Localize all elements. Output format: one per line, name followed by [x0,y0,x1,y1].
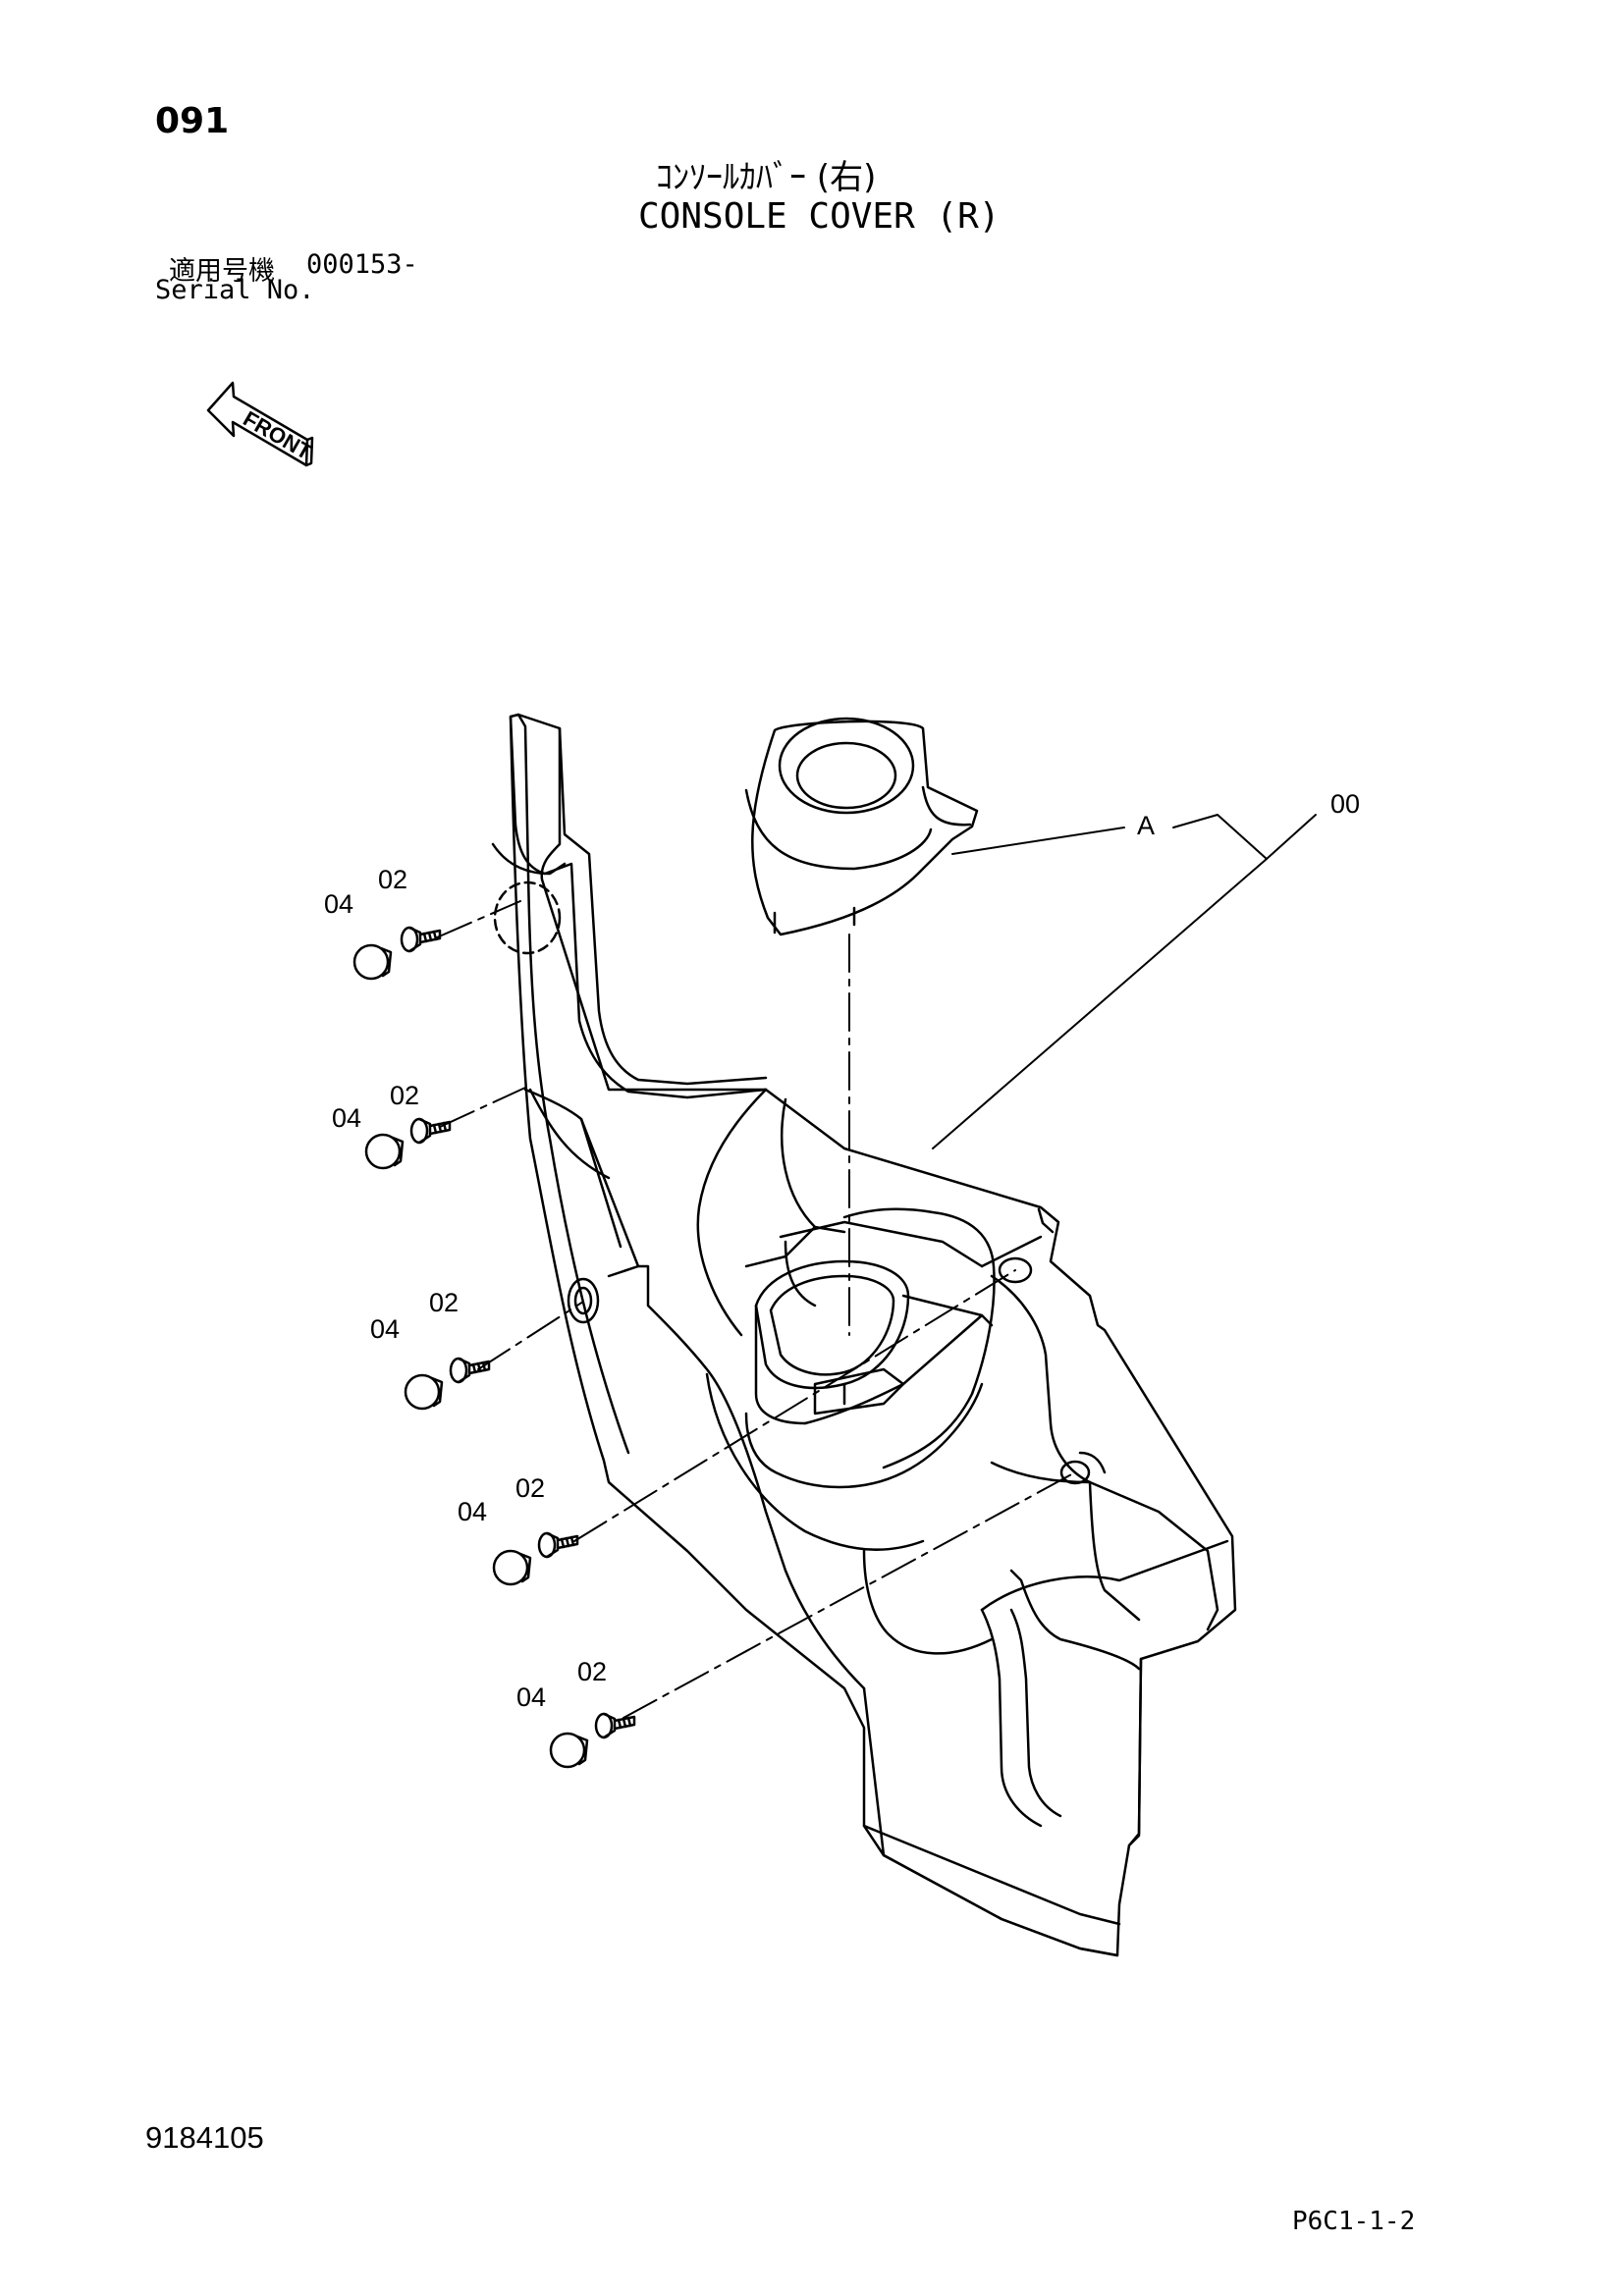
callout-detail-a: A [1137,811,1155,840]
title-japanese: ｺﾝｿｰﾙｶﾊﾞｰ (右) [656,158,877,197]
callout-screw: 02 [378,865,407,894]
sheet-code: P6C1-1-2 [1292,2207,1416,2236]
screw-icon [594,1712,636,1739]
cap-icon [352,943,393,981]
screw-icon [537,1531,579,1559]
callout-screw: 02 [577,1657,607,1686]
callout-screw: 02 [515,1473,545,1503]
callout-labels: 00 A 02 04 02 04 02 04 02 04 02 04 [324,789,1360,1712]
front-arrow-icon: FRONT [206,381,317,467]
callout-screw: 02 [429,1288,459,1317]
fastener-set-1 [352,926,442,981]
fastener-set-2 [364,1117,452,1170]
cap-icon [492,1549,532,1586]
screw-icon [400,926,442,953]
callout-screw: 02 [390,1081,419,1110]
callout-assembly: 00 [1330,789,1360,819]
callout-cap: 04 [516,1682,546,1712]
console-cover-body [491,713,1237,1957]
cap-icon [364,1133,405,1170]
front-label: FRONT [240,406,317,465]
callout-cap: 04 [332,1103,361,1133]
title-english: CONSOLE COVER (R) [638,196,1001,237]
upper-console-cap [744,717,979,936]
fastener-set-3 [404,1357,491,1411]
serial-number-value: 000153- [306,249,418,280]
assembly-lines [436,900,1076,1719]
callout-cap: 04 [324,889,353,919]
callout-cap: 04 [458,1497,487,1526]
page-number: 091 [155,101,230,141]
drawing-number: 9184105 [145,2120,264,2155]
serial-label-english: Serial No. [155,275,315,305]
screw-icon [409,1117,452,1145]
screw-icon [449,1357,491,1384]
cap-icon [549,1732,589,1769]
leader-lines [932,814,1317,1149]
cap-icon [404,1373,444,1411]
serial-label-japanese: 適用号機 [169,256,275,287]
fastener-set-5 [549,1712,636,1769]
fastener-set-4 [492,1531,579,1586]
callout-cap: 04 [370,1314,400,1344]
